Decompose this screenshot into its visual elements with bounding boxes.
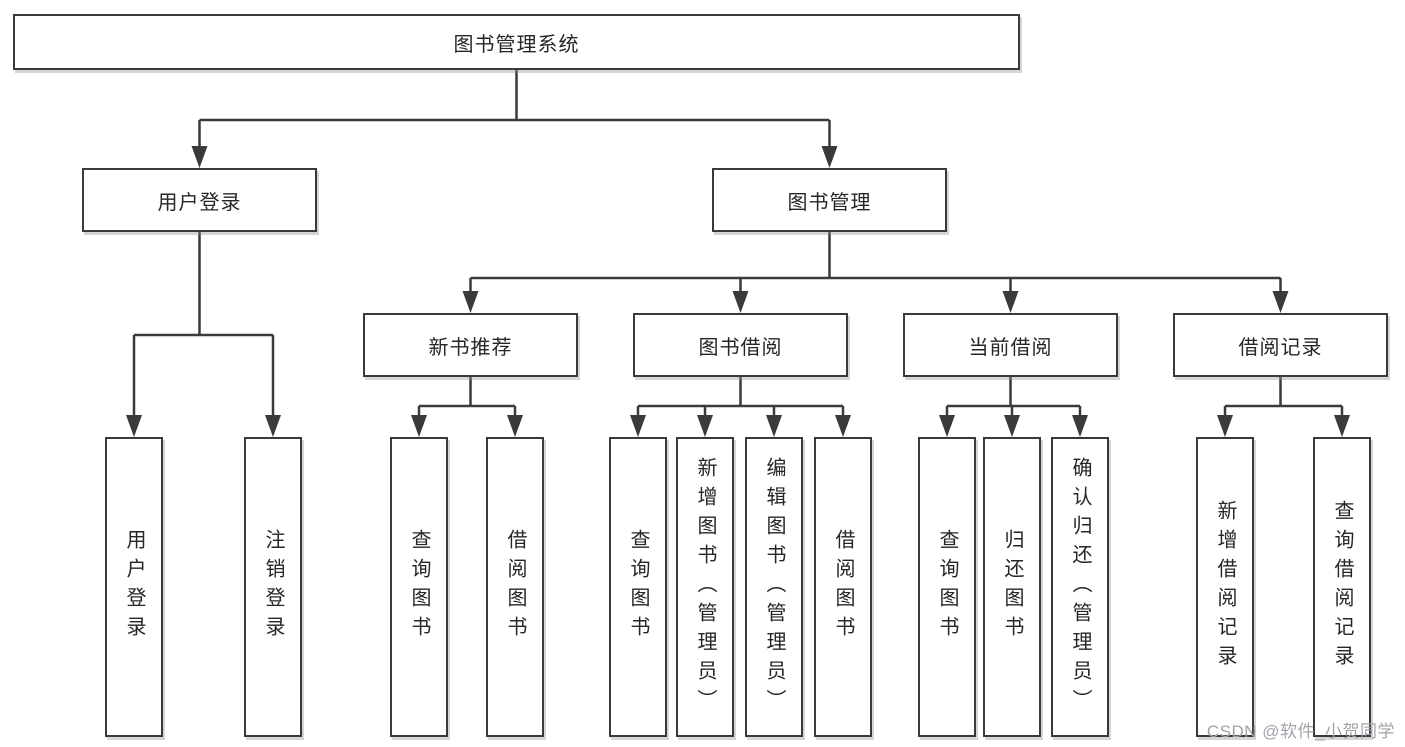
leaf-edit-books-admin: 编辑图书（管理员） — [745, 437, 803, 737]
leaf-user-login: 用户登录 — [105, 437, 163, 737]
node-new-book-recommend: 新书推荐 — [363, 313, 578, 377]
node-user-login: 用户登录 — [82, 168, 317, 232]
leaf-return-books: 归还图书 — [983, 437, 1041, 737]
arrowhead — [1072, 415, 1088, 437]
arrowhead — [1272, 291, 1289, 313]
connector-new-book-recommend — [417, 377, 517, 420]
leaf-query-borrow-record: 查询借阅记录 — [1313, 437, 1371, 737]
node-book-borrowing: 图书借阅 — [633, 313, 848, 377]
arrowhead — [939, 415, 955, 437]
arrowhead — [265, 415, 281, 437]
leaf-add-books-admin: 新增图书（管理员） — [676, 437, 734, 737]
arrowhead — [507, 415, 523, 437]
connector-book-management — [469, 232, 1282, 295]
arrowhead — [1002, 291, 1019, 313]
arrowhead — [630, 415, 646, 437]
arrowhead — [1217, 415, 1233, 437]
leaf-query-books-recommend: 查询图书 — [390, 437, 448, 737]
leaf-add-borrow-record: 新增借阅记录 — [1196, 437, 1254, 737]
connector-root — [198, 70, 831, 150]
leaf-borrow-books: 借阅图书 — [814, 437, 872, 737]
arrowhead — [191, 146, 208, 168]
node-root: 图书管理系统 — [13, 14, 1020, 70]
connector-current-borrowing — [945, 377, 1082, 420]
arrowhead — [1334, 415, 1350, 437]
arrowhead — [697, 415, 713, 437]
arrowhead — [411, 415, 427, 437]
watermark: CSDN @软件_小贺同学 — [1206, 722, 1395, 741]
arrowhead — [1004, 415, 1020, 437]
leaf-query-books-borrowing: 查询图书 — [609, 437, 667, 737]
arrowhead — [766, 415, 782, 437]
arrowhead — [732, 291, 749, 313]
leaf-query-books-current: 查询图书 — [918, 437, 976, 737]
arrowhead — [462, 291, 479, 313]
arrowhead — [126, 415, 142, 437]
arrowhead — [835, 415, 851, 437]
node-borrowing-records: 借阅记录 — [1173, 313, 1388, 377]
node-book-management: 图书管理 — [712, 168, 947, 232]
leaf-confirm-return-admin: 确认归还（管理员） — [1051, 437, 1109, 737]
leaf-borrow-books-recommend: 借阅图书 — [486, 437, 544, 737]
arrowhead — [821, 146, 838, 168]
connector-borrowing-records — [1223, 377, 1344, 420]
connector-user-login — [132, 232, 275, 419]
node-current-borrowing: 当前借阅 — [903, 313, 1118, 377]
leaf-logout: 注销登录 — [244, 437, 302, 737]
arrowheads — [126, 146, 1350, 437]
connector-book-borrowing — [636, 377, 845, 420]
